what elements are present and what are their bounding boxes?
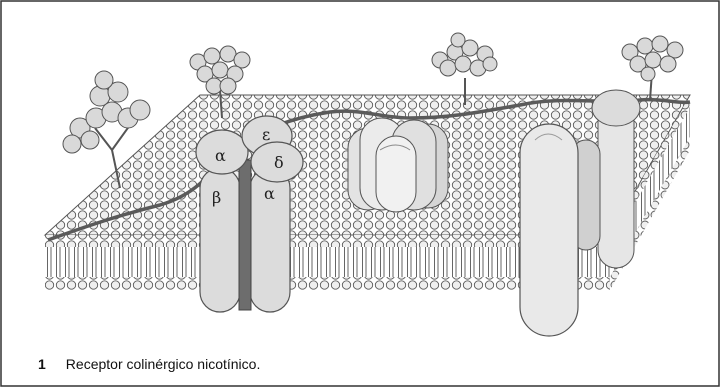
figure-number: 1 (38, 356, 46, 372)
ion-channel-pore (239, 160, 251, 310)
figure-caption-text: Receptor colinérgico nicotínico. (66, 356, 261, 372)
figure-caption: 1 Receptor colinérgico nicotínico. (38, 356, 260, 372)
label-alpha-bottom: α (264, 184, 275, 203)
label-alpha-top: α (215, 146, 226, 165)
label-beta: β (212, 188, 221, 207)
pentameric-protein (348, 118, 448, 212)
label-delta: δ (274, 153, 284, 172)
glycan-tree-center-right (432, 33, 497, 105)
label-epsilon: ε (262, 125, 270, 144)
nicotinic-receptor: α ε δ β α (196, 116, 303, 312)
glycan-tree-right (622, 36, 683, 100)
